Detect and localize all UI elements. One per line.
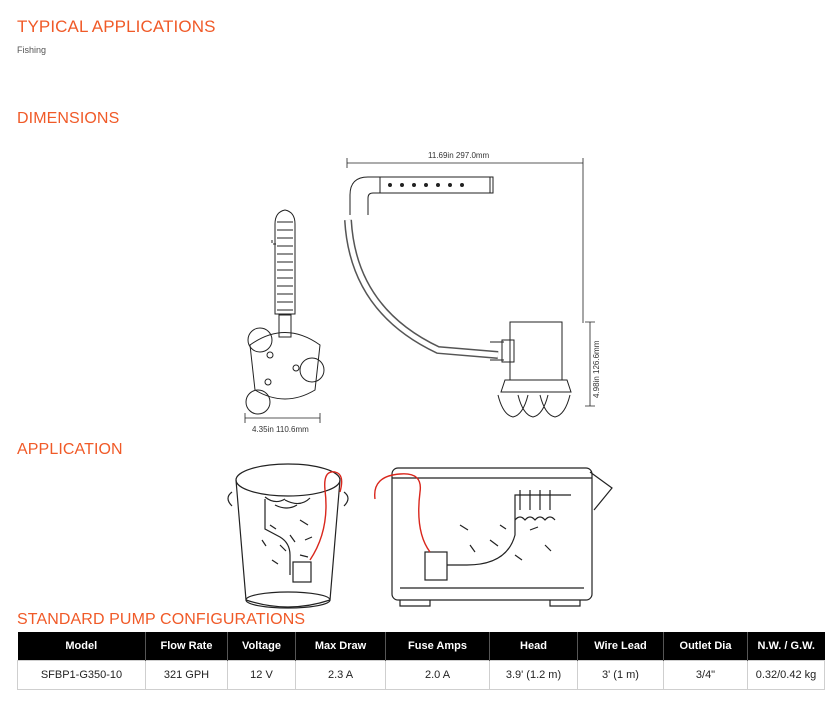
length-dimension: 11.69in 297.0mm <box>428 151 490 160</box>
column-header-outlet-dia: Outlet Dia <box>663 632 748 661</box>
cooler-wire <box>374 473 431 553</box>
cell-max-draw: 2.3 A <box>295 660 386 690</box>
length-dimension-line <box>346 158 584 323</box>
height-dimension: 4.98in 126.6mm <box>592 340 601 398</box>
table-row: SFBP1-G350-10 321 GPH 12 V 2.3 A 2.0 A 3… <box>17 660 825 690</box>
cell-outlet-dia: 3/4" <box>663 660 748 690</box>
cell-head: 3.9' (1.2 m) <box>489 660 578 690</box>
cooler-application-illustration <box>391 467 613 607</box>
column-header-model: Model <box>17 632 146 661</box>
pump-side-view-drawing <box>344 176 572 418</box>
cell-fuse-amps: 2.0 A <box>385 660 490 690</box>
configurations-table: Model Flow Rate Voltage Max Draw Fuse Am… <box>17 632 825 690</box>
dimensions-heading: DIMENSIONS <box>17 110 120 127</box>
column-header-fuse-amps: Fuse Amps <box>385 632 490 661</box>
width-dimension: 4.35in 110.6mm <box>252 425 309 434</box>
column-header-wire-lead: Wire Lead <box>577 632 664 661</box>
column-header-head: Head <box>489 632 578 661</box>
cell-model: SFBP1-G350-10 <box>17 660 146 690</box>
table-header-row: Model Flow Rate Voltage Max Draw Fuse Am… <box>17 632 825 661</box>
column-header-max-draw: Max Draw <box>295 632 386 661</box>
cell-voltage: 12 V <box>227 660 296 690</box>
standard-pump-configurations-heading: STANDARD PUMP CONFIGURATIONS <box>17 611 306 628</box>
width-dimension-line <box>244 413 321 423</box>
pump-top-view-drawing <box>245 209 325 415</box>
column-header-voltage: Voltage <box>227 632 296 661</box>
bucket-wire <box>309 471 343 561</box>
typical-applications-value: Fishing <box>17 45 47 55</box>
cell-flow-rate: 321 GPH <box>145 660 228 690</box>
height-dimension-line <box>585 321 595 407</box>
cell-weight: 0.32/0.42 kg <box>747 660 825 690</box>
column-header-weight: N.W. / G.W. <box>747 632 825 661</box>
bucket-application-illustration <box>227 463 349 609</box>
cell-wire-lead: 3' (1 m) <box>577 660 664 690</box>
typical-applications-heading: TYPICAL APPLICATIONS <box>17 17 216 36</box>
column-header-flow-rate: Flow Rate <box>145 632 228 661</box>
application-heading: APPLICATION <box>17 441 123 458</box>
